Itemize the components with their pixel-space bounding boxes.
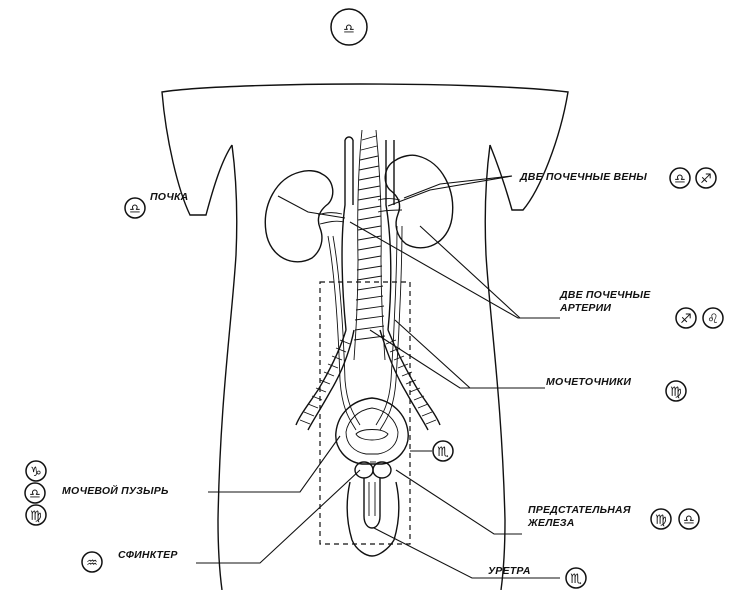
prostate-urethra <box>347 462 399 556</box>
ureters-label: МОЧЕТОЧНИКИ <box>546 376 631 388</box>
capricorn-icon: ♑ <box>30 465 42 480</box>
prostate-label-2: ЖЕЛЕЗА <box>527 517 574 529</box>
bladder <box>336 398 408 464</box>
prostate-label-1: ПРЕДСТАТЕЛЬНАЯ <box>528 504 631 516</box>
sphincter-label: СФИНКТЕР <box>118 549 178 561</box>
iliac-vessels <box>296 330 440 430</box>
kidney-label: ПОЧКА <box>150 191 188 203</box>
spine <box>354 130 385 360</box>
labels: ПОЧКА ДВЕ ПОЧЕЧНЫЕ ВЕНЫ ДВЕ ПОЧЕЧНЫЕ АРТ… <box>62 171 651 577</box>
great-vessels <box>342 137 394 330</box>
scorpio-icon: ♏ <box>570 572 582 587</box>
renal-arteries-label-1: ДВЕ ПОЧЕЧНЫЕ <box>559 289 651 301</box>
sagittarius-icon: ♐ <box>700 172 712 187</box>
libra-icon: ♎ <box>343 22 355 37</box>
bladder-label: МОЧЕВОЙ ПУЗЫРЬ <box>62 484 169 497</box>
leo-icon: ♌ <box>707 312 719 327</box>
libra-icon: ♎ <box>129 202 141 217</box>
libra-icon: ♎ <box>683 513 695 528</box>
aquarius-icon: ♒ <box>86 556 98 571</box>
virgo-icon: ♍ <box>655 513 667 528</box>
libra-icon: ♎ <box>674 172 686 187</box>
urethra-label: УРЕТРА <box>488 565 531 577</box>
virgo-icon: ♍ <box>670 385 682 400</box>
renal-arteries-label-2: АРТЕРИИ <box>559 302 611 314</box>
virgo-icon: ♍ <box>30 509 42 524</box>
libra-icon: ♎ <box>29 487 41 502</box>
renal-veins-label: ДВЕ ПОЧЕЧНЫЕ ВЕНЫ <box>519 171 647 183</box>
scorpio-icon: ♏ <box>437 445 449 460</box>
torso-outline <box>162 84 568 590</box>
sagittarius-icon: ♐ <box>680 312 692 327</box>
